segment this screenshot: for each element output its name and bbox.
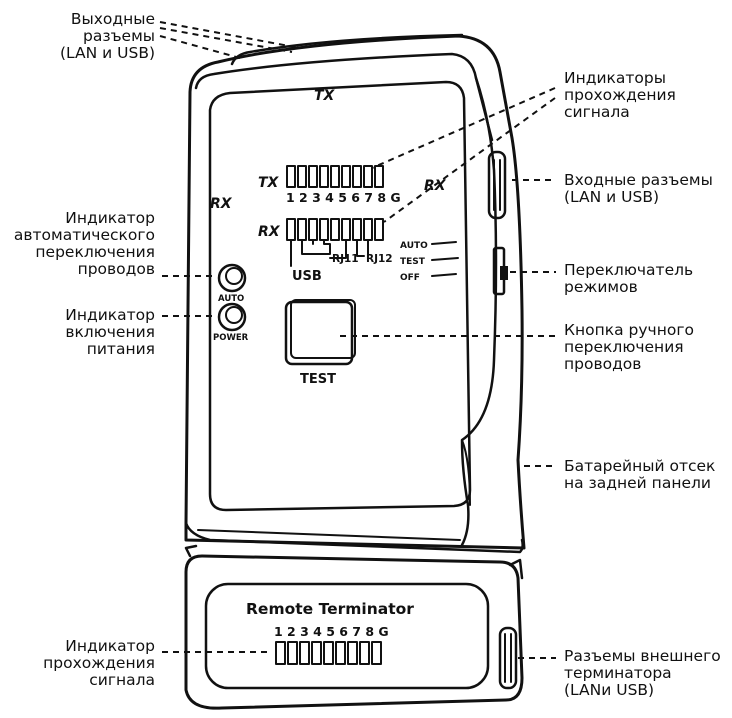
- test-button-shape: [284, 299, 356, 366]
- remote-led-row: [275, 641, 382, 665]
- label-battery: Батарейный отсек на задней панели: [564, 457, 716, 492]
- label-remote-ports: Разъемы внешнего терминатора (LANи USB): [564, 647, 721, 699]
- tx-led-row: [286, 165, 384, 188]
- label-signal-indicators: Индикаторы прохождения сигнала: [564, 69, 676, 121]
- rj12-label: RJ12: [366, 253, 393, 265]
- main-unit-body: [184, 34, 526, 550]
- input-connector: [487, 150, 507, 220]
- mode-auto-label: AUTO: [400, 241, 428, 251]
- mode-off-label: OFF: [400, 273, 420, 283]
- label-output-ports: Выходные разъемы (LAN и USB): [59, 10, 155, 62]
- remote-title: Remote Terminator: [246, 600, 414, 618]
- remote-numbers: 1 2 3 4 5 6 7 8 G: [274, 624, 389, 639]
- rx-row-label: RX: [258, 224, 281, 240]
- rx-led-row: [286, 218, 384, 241]
- rj11-label: RJ11: [332, 253, 359, 265]
- led-numbers: 1 2 3 4 5 6 7 8 G: [286, 190, 401, 205]
- led-power-label: POWER: [213, 333, 249, 343]
- label-mode-switch: Переключатель режимов: [564, 261, 694, 296]
- label-manual-button: Кнопка ручного переключения проводов: [564, 321, 694, 373]
- remote-connector: [498, 626, 518, 690]
- remote-body: [184, 554, 524, 710]
- power-led: [217, 302, 247, 332]
- rx-left-label: RX: [210, 196, 233, 212]
- label-remote-indicator: Индикатор прохождения сигнала: [43, 637, 155, 689]
- main-face-panel: [208, 80, 472, 512]
- tx-top-label: TX: [314, 88, 336, 104]
- remote-face-panel: [204, 582, 490, 690]
- label-power-indicator: Индикатор включения питания: [65, 306, 155, 358]
- mode-test-label: TEST: [400, 257, 426, 267]
- rx-right-label: RX: [424, 178, 447, 194]
- led-auto-label: AUTO: [218, 294, 244, 304]
- callout-lines: [159, 21, 556, 659]
- label-input-ports: Входные разъемы (LAN и USB): [564, 171, 713, 206]
- tx-row-label: TX: [258, 175, 280, 191]
- test-button-label: TEST: [300, 372, 336, 387]
- label-auto-indicator: Индикатор автоматического переключения п…: [13, 209, 155, 278]
- usb-label: USB: [292, 269, 322, 284]
- auto-led: [217, 263, 247, 293]
